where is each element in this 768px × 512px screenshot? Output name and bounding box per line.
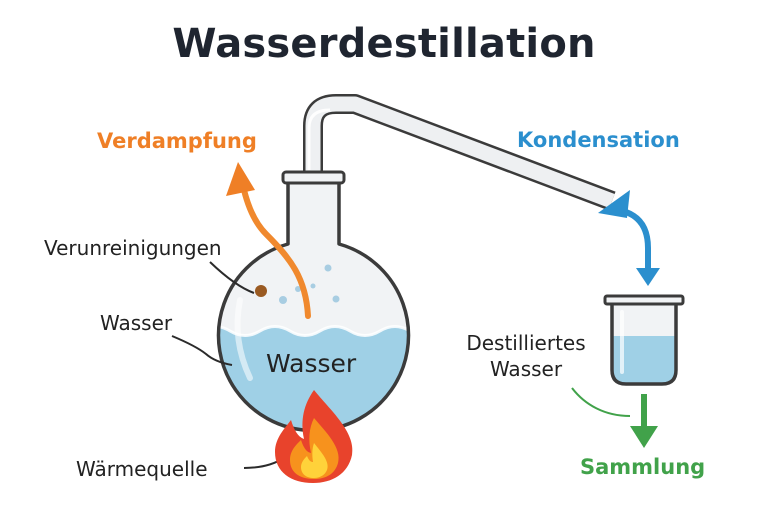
distilled-pointer <box>571 387 631 417</box>
impurity-particle <box>255 285 267 297</box>
bubble <box>332 295 340 303</box>
impurities-leader <box>209 261 255 294</box>
flask-neck-lip <box>281 170 346 185</box>
flame-icon <box>275 390 353 483</box>
page-title: Wasserdestillation <box>172 21 596 67</box>
evaporation-label: Verdampfung <box>97 129 257 153</box>
collection-beaker <box>603 294 685 386</box>
condenser-tube-glass <box>305 96 615 209</box>
heat-source-label: Wärmequelle <box>76 457 208 481</box>
condensation-label: Kondensation <box>517 128 680 152</box>
distilled-water-label: Destilliertes Wasser <box>452 330 600 382</box>
collection-label: Sammlung <box>580 455 706 479</box>
arrow-down-icon <box>636 268 660 286</box>
collection-arrow <box>630 394 658 448</box>
water-leader <box>171 335 233 366</box>
bubble <box>279 296 287 304</box>
distilled-water-label-line2: Wasser <box>489 357 563 381</box>
water-label: Wasser <box>100 311 173 335</box>
impurities-label: Verunreinigungen <box>44 236 222 260</box>
bubble <box>295 286 301 292</box>
distilled-water-label-line1: Destilliertes <box>466 331 586 355</box>
condensation-arrow <box>598 190 651 273</box>
arrow-up-icon <box>226 162 311 319</box>
bubble <box>324 264 332 272</box>
flask-water-label: Wasser <box>266 349 357 378</box>
bubble <box>310 283 316 289</box>
